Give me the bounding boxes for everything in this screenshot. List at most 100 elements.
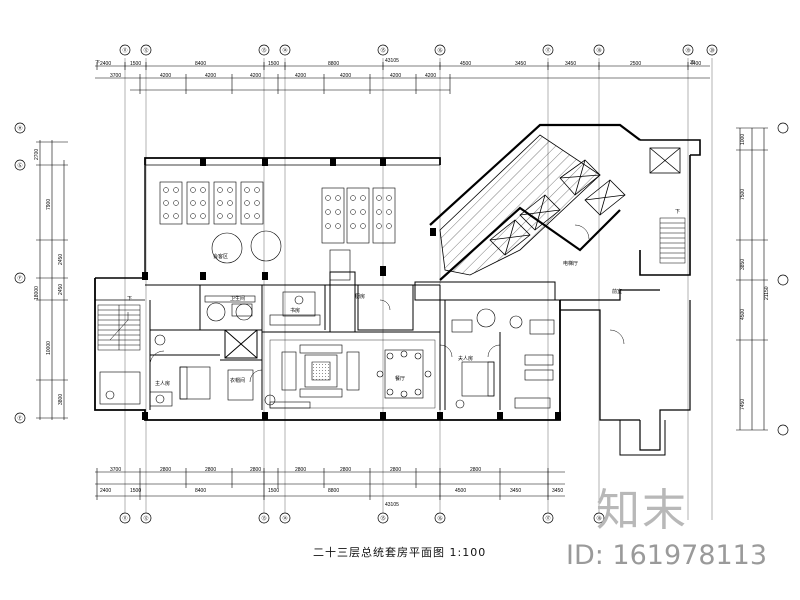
svg-text:下: 下 xyxy=(690,60,695,66)
svg-text:餐厅: 餐厅 xyxy=(395,375,405,382)
svg-text:4400: 4400 xyxy=(690,61,701,67)
svg-text:3450: 3450 xyxy=(565,61,576,67)
drawing-title: 二十三层总统套房平面图 1:100 xyxy=(313,546,487,559)
svg-text:8400: 8400 xyxy=(195,488,206,494)
axis-label: ⑮ xyxy=(380,515,385,522)
axis-label: ⑯ xyxy=(437,47,442,54)
axis-label: ⑳ xyxy=(709,47,714,54)
svg-text:43105: 43105 xyxy=(385,502,399,508)
svg-text:书房: 书房 xyxy=(290,307,300,314)
svg-text:1500: 1500 xyxy=(268,488,279,494)
living-room-furniture xyxy=(269,339,436,409)
axis-label: ⑮ xyxy=(380,47,385,54)
svg-text:3450: 3450 xyxy=(515,61,526,67)
svg-text:2500: 2500 xyxy=(630,61,641,67)
second-bedroom-furniture xyxy=(455,354,554,409)
right-ticks xyxy=(736,127,768,431)
structural-columns xyxy=(142,158,561,420)
svg-text:下: 下 xyxy=(675,209,680,215)
svg-text:2400: 2400 xyxy=(100,488,111,494)
svg-text:4200: 4200 xyxy=(390,73,401,79)
bottom-ticks xyxy=(96,468,549,500)
axis-label: Ⓕ xyxy=(17,275,22,282)
svg-text:电梯厅: 电梯厅 xyxy=(563,260,578,267)
svg-text:43105: 43105 xyxy=(385,58,399,64)
svg-text:厨房: 厨房 xyxy=(355,293,365,300)
room-labels: 会客区 主人房 卫生间 书房 餐厅 厨房 夫人房 衣帽间 电梯厅 前室 xyxy=(155,253,622,387)
svg-text:1500: 1500 xyxy=(268,61,279,67)
axis-bubbles-top xyxy=(119,44,718,56)
svg-text:7500: 7500 xyxy=(740,189,746,200)
top-ticks xyxy=(96,62,689,94)
svg-text:2800: 2800 xyxy=(295,467,306,473)
svg-text:夫人房: 夫人房 xyxy=(458,355,473,362)
svg-text:2800: 2800 xyxy=(250,467,261,473)
svg-text:4500: 4500 xyxy=(455,488,466,494)
svg-text:2800: 2800 xyxy=(340,467,351,473)
svg-text:7900: 7900 xyxy=(46,199,52,210)
axis-label: ⑰ xyxy=(545,515,550,522)
axis-bubbles-bottom xyxy=(119,512,605,524)
master-bedroom-furniture xyxy=(99,366,276,407)
svg-text:3700: 3700 xyxy=(110,73,121,79)
dimension-texts-vertical: 2700 7900 2450 18000 2450 10000 3800 100… xyxy=(34,134,770,410)
axis-label: ⑪ xyxy=(122,515,127,522)
svg-text:卫生间: 卫生间 xyxy=(230,295,245,302)
svg-text:4200: 4200 xyxy=(425,73,436,79)
axis-label: Ⓗ xyxy=(17,125,22,132)
watermark-id: ID: 161978113 xyxy=(566,540,768,571)
axis-label: ⑯ xyxy=(437,515,442,522)
meeting-chairs xyxy=(163,187,392,229)
svg-text:8800: 8800 xyxy=(328,61,339,67)
axis-label: Ⓔ xyxy=(17,415,22,422)
watermark-logo: 知末 xyxy=(596,485,688,536)
svg-text:3700: 3700 xyxy=(110,467,121,473)
svg-text:2800: 2800 xyxy=(160,467,171,473)
svg-text:4200: 4200 xyxy=(295,73,306,79)
svg-text:3450: 3450 xyxy=(552,488,563,494)
svg-text:4200: 4200 xyxy=(250,73,261,79)
svg-text:衣帽间: 衣帽间 xyxy=(230,377,245,384)
study-furniture xyxy=(231,291,321,326)
axis-bubbles-left xyxy=(14,122,26,424)
svg-text:2800: 2800 xyxy=(390,467,401,473)
svg-text:3800: 3800 xyxy=(58,394,64,405)
svg-text:8800: 8800 xyxy=(328,488,339,494)
interior-walls xyxy=(145,271,560,410)
svg-text:主人房: 主人房 xyxy=(155,380,170,387)
svg-text:前室: 前室 xyxy=(612,288,622,295)
svg-text:21150: 21150 xyxy=(764,286,770,300)
axis-bubbles-right xyxy=(777,122,789,436)
axis-label: ⑬ xyxy=(261,515,266,522)
bathroom-fixtures xyxy=(154,295,555,346)
door-swings xyxy=(149,224,625,383)
svg-text:1000: 1000 xyxy=(740,134,746,145)
meeting-tables xyxy=(159,181,396,281)
stair-left xyxy=(97,304,141,351)
axis-label: ⑬ xyxy=(261,47,266,54)
axis-label: Ⓖ xyxy=(17,162,22,169)
svg-text:下: 下 xyxy=(95,60,100,66)
svg-text:2800: 2800 xyxy=(205,467,216,473)
axis-label: ⑰ xyxy=(545,47,550,54)
svg-text:8400: 8400 xyxy=(195,61,206,67)
svg-text:3850: 3850 xyxy=(740,259,746,270)
svg-text:4200: 4200 xyxy=(205,73,216,79)
svg-text:1500: 1500 xyxy=(130,488,141,494)
svg-text:1500: 1500 xyxy=(130,61,141,67)
svg-text:7450: 7450 xyxy=(740,399,746,410)
axis-label: ⑭ xyxy=(282,515,287,522)
elevator-shafts xyxy=(489,147,681,256)
svg-text:2450: 2450 xyxy=(58,254,64,265)
stair-right xyxy=(659,217,686,264)
svg-text:2800: 2800 xyxy=(470,467,481,473)
exterior-walls xyxy=(94,123,701,456)
svg-text:2450: 2450 xyxy=(58,284,64,295)
svg-text:18000: 18000 xyxy=(34,286,40,300)
axis-label: ⑱ xyxy=(596,515,601,522)
left-ticks xyxy=(36,141,68,419)
svg-text:2400: 2400 xyxy=(100,61,111,67)
axis-label: ⑫ xyxy=(143,47,148,54)
hatched-core-area xyxy=(439,134,601,276)
